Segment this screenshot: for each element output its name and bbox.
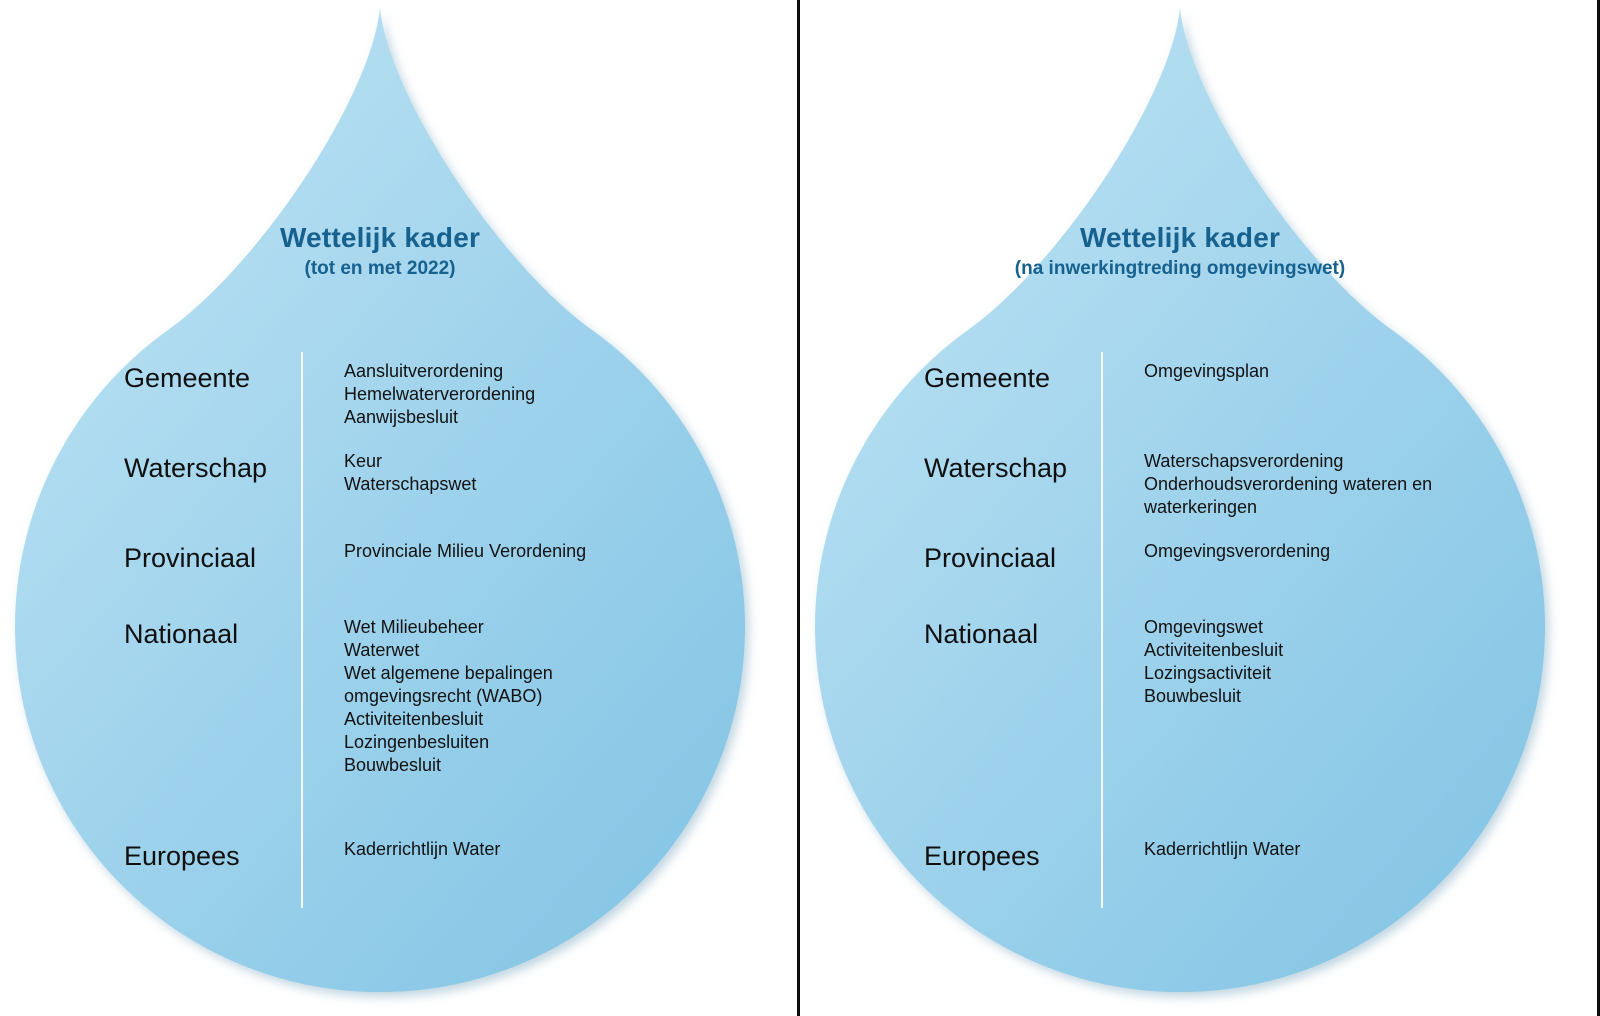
level-row-europees: Europees Kaderrichtlijn Water [924, 838, 1476, 872]
panel-after-omgevingswet: Wettelijk kader (na inwerkingtreding omg… [800, 0, 1597, 1016]
level-label: Waterschap [924, 453, 1068, 483]
level-label: Nationaal [124, 619, 239, 649]
level-label: Gemeente [924, 363, 1051, 393]
level-label: Europees [924, 841, 1040, 871]
level-row-nationaal: Nationaal Omgevingswet Activiteitenbeslu… [924, 616, 1476, 708]
level-label: Gemeente [124, 363, 251, 393]
water-droplet-shape [815, 8, 1545, 993]
page-subtitle: (tot en met 2022) [304, 258, 456, 279]
column-divider-line [301, 352, 303, 908]
regulation-list: Keur Waterschapswet [344, 451, 477, 494]
regulation-list: Omgevingsplan [1144, 361, 1270, 381]
regulation-list: Provinciale Milieu Verordening [344, 541, 587, 561]
regulation-list: Kaderrichtlijn Water [344, 839, 501, 859]
column-divider-line [1101, 352, 1103, 908]
water-droplet-shape [14, 8, 746, 993]
regulation-list: Aansluitverordening Hemelwaterverordenin… [344, 361, 536, 427]
page-title: Wettelijk kader [279, 222, 481, 253]
level-label: Europees [124, 841, 240, 871]
regulation-list: Wet Milieubeheer Waterwet Wet algemene b… [344, 617, 553, 775]
page-subtitle: (na inwerkingtreding omgevingswet) [1014, 258, 1346, 279]
regulation-list: Omgevingswet Activiteitenbesluit Lozings… [1144, 617, 1284, 706]
panel-divider-line [797, 0, 800, 1016]
regulation-list: Omgevingsverordening [1144, 541, 1331, 561]
panel-before-omgevingswet: Wettelijk kader (tot en met 2022) Gemeen… [0, 0, 797, 1016]
level-label: Waterschap [124, 453, 268, 483]
right-edge-line [1597, 0, 1600, 1016]
level-row-provinciaal: Provinciaal Provinciale Milieu Verordeni… [124, 540, 616, 574]
page-title: Wettelijk kader [1079, 222, 1281, 253]
regulation-list: Kaderrichtlijn Water [1144, 839, 1301, 859]
level-row-gemeente: Gemeente Omgevingsplan [924, 360, 1476, 394]
level-row-nationaal: Nationaal Wet Milieubeheer Waterwet Wet … [124, 616, 616, 777]
level-label: Provinciaal [924, 543, 1057, 573]
level-row-provinciaal: Provinciaal Omgevingsverordening [924, 540, 1476, 574]
regulation-list: Waterschapsverordening Onderhoudsverorde… [1144, 451, 1433, 517]
level-row-europees: Europees Kaderrichtlijn Water [124, 838, 616, 872]
level-label: Nationaal [924, 619, 1039, 649]
level-row-waterschap: Waterschap Keur Waterschapswet [124, 450, 616, 496]
level-row-waterschap: Waterschap Waterschapsverordening Onderh… [924, 450, 1476, 519]
level-label: Provinciaal [124, 543, 257, 573]
level-row-gemeente: Gemeente Aansluitverordening Hemelwaterv… [124, 360, 616, 429]
